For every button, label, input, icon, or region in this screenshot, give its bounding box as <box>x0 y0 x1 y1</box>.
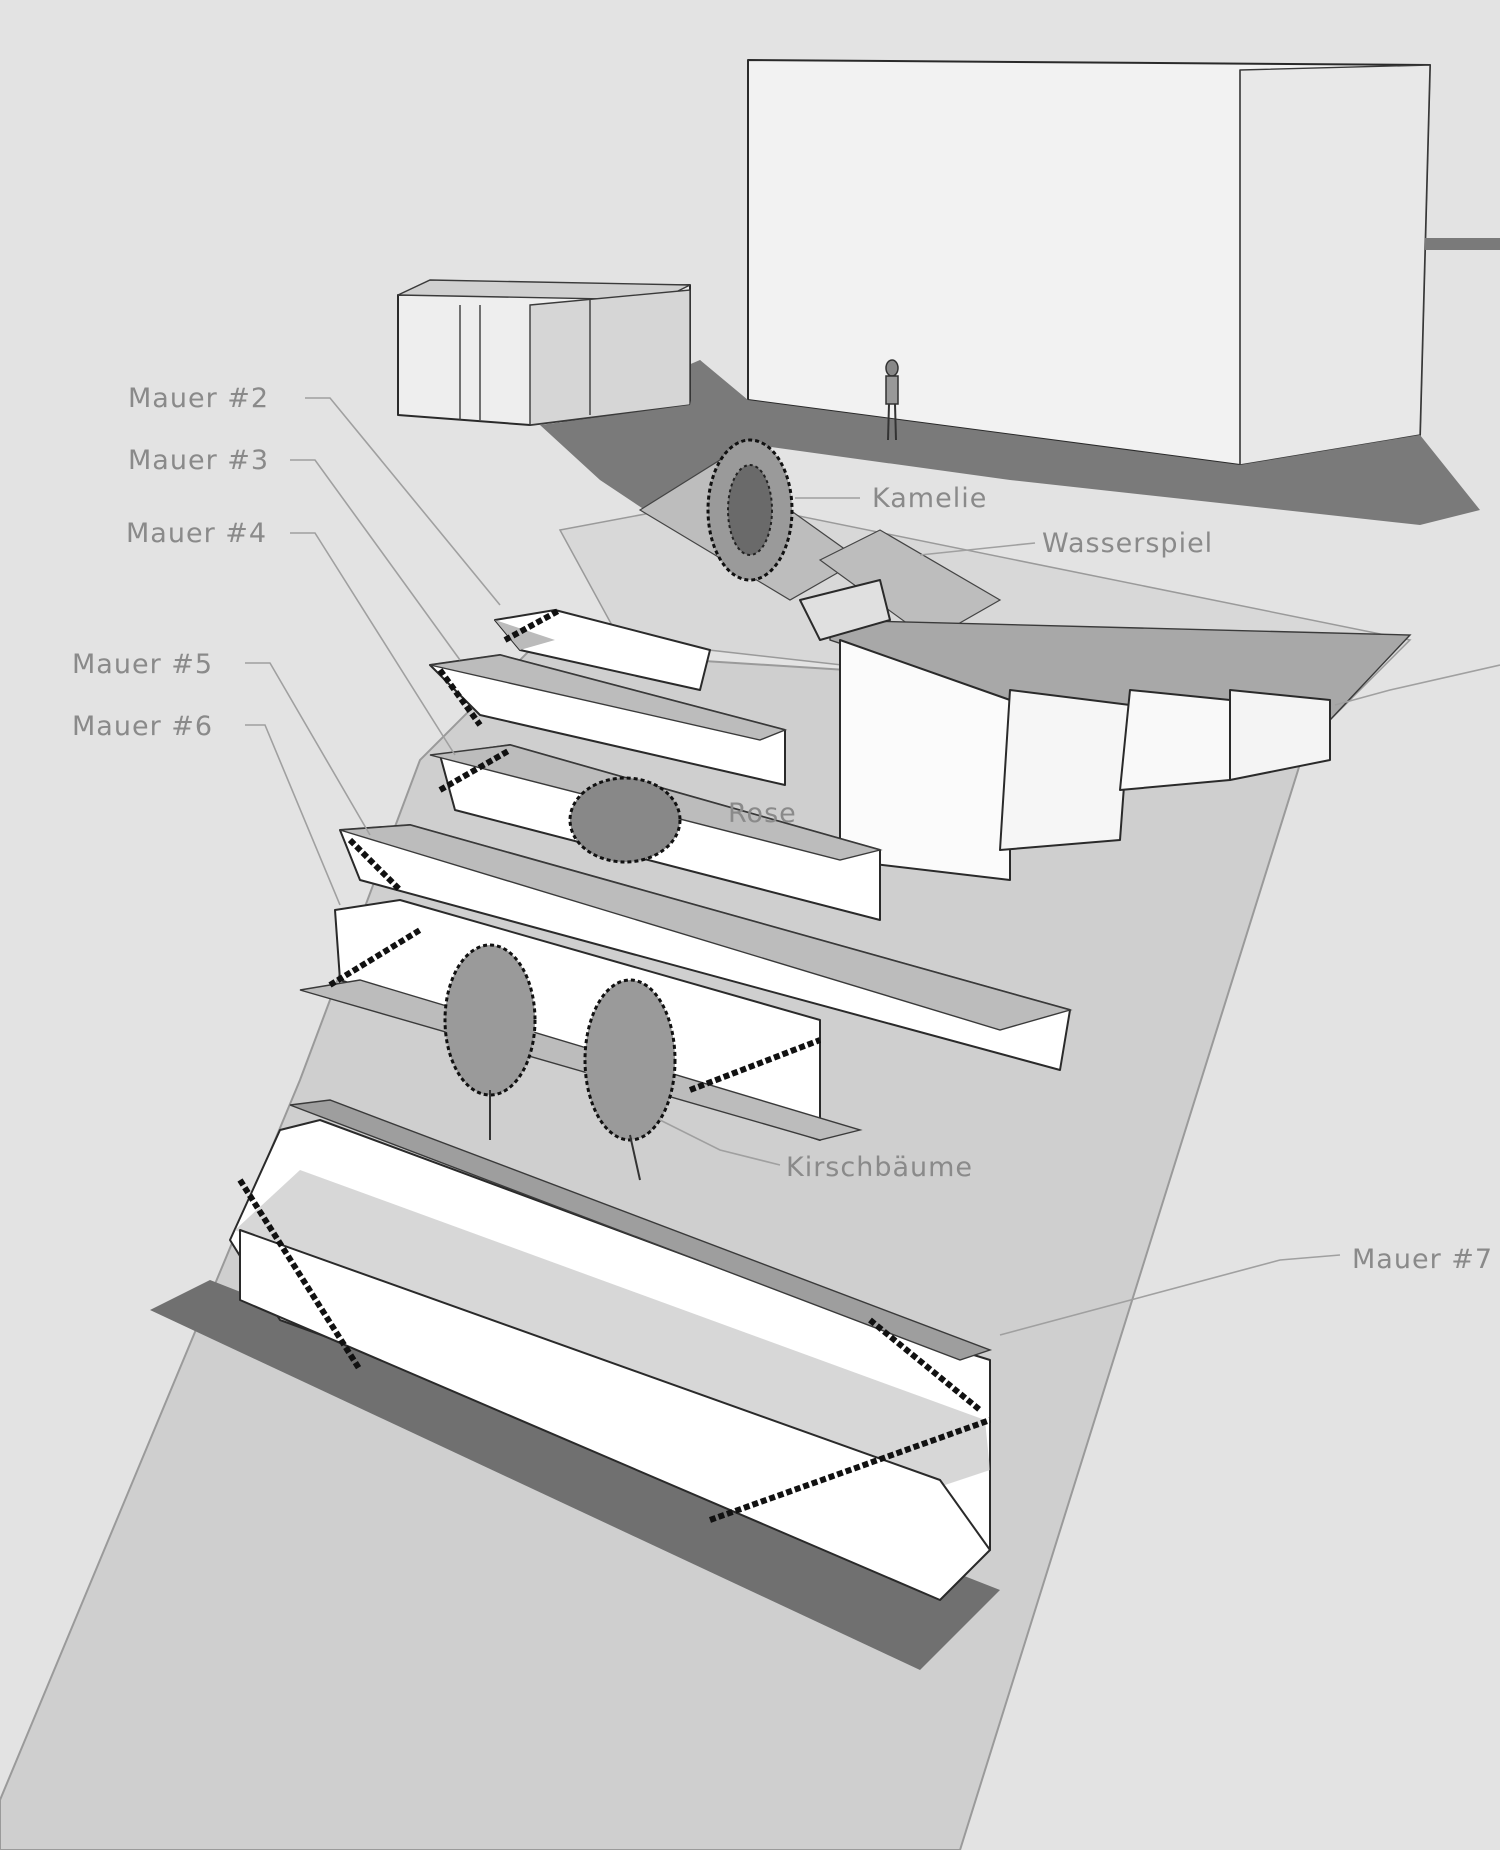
diagonal-path-2 <box>818 529 1002 641</box>
label-mauer-4: Mauer #4 <box>126 518 267 549</box>
label-rose: Rose <box>728 798 797 829</box>
label-mauer-7: Mauer #7 <box>1352 1244 1493 1275</box>
leader-lines <box>245 397 1500 1336</box>
label-mauer-5: Mauer #5 <box>72 649 213 680</box>
label-mauer-6: Mauer #6 <box>72 711 213 742</box>
mauer-5-wall <box>339 824 1073 1071</box>
house-building <box>560 59 1500 525</box>
kirschbaum-1-icon <box>443 943 537 1140</box>
label-wasserspiel: Wasserspiel <box>1042 528 1213 559</box>
label-kamelie: Kamelie <box>872 483 987 514</box>
label-mauer-3: Mauer #3 <box>128 445 269 476</box>
mauer-7-wall <box>150 1099 1000 1670</box>
house-side-beam <box>1425 238 1500 250</box>
mauer-2-wall <box>494 607 711 691</box>
mauer-6-wall <box>299 899 863 1141</box>
mauer-3-wall <box>429 654 788 786</box>
mauer-7-shadow <box>150 1280 1000 1670</box>
house-shadow <box>560 360 1480 525</box>
pavilion-building <box>397 279 760 520</box>
label-mauer-2: Mauer #2 <box>128 383 269 414</box>
rose-plant-icon <box>568 776 682 864</box>
pavilion-shadow <box>540 360 760 520</box>
person-figure-icon <box>885 359 899 441</box>
wasserspiel-terrace <box>799 579 1412 881</box>
kamelie-plant-icon <box>706 438 794 582</box>
kirschbaum-2-icon <box>583 978 677 1181</box>
label-kirschbaeume: Kirschbäume <box>786 1152 973 1183</box>
